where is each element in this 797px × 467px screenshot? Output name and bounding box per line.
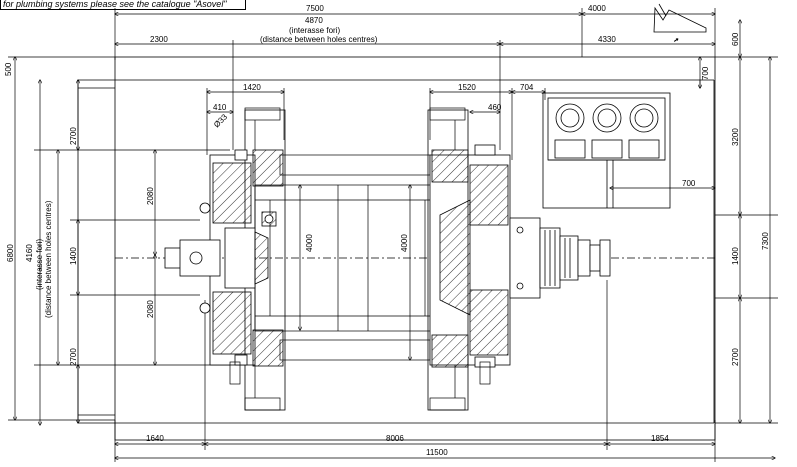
dim-410: 410 [213, 103, 227, 112]
dim-600: 600 [731, 32, 740, 46]
dim-holes-distance: (distance between holes centres) [260, 35, 378, 44]
dim-2700-bottom-right: 2700 [731, 348, 740, 366]
dim-interasse-fori-v: (interasse fori) [35, 239, 44, 290]
plumbing-note: for plumbing systems please see the cata… [0, 0, 246, 10]
dim-2700-bottom-left: 2700 [69, 348, 78, 366]
dim-1400-left: 1400 [69, 247, 78, 265]
dim-4000-top: 4000 [588, 4, 606, 13]
svg-text:→: → [671, 35, 681, 45]
north-arrow-icon: → [653, 3, 707, 45]
dim-4330: 4330 [598, 35, 616, 44]
dim-4160: 4160 [25, 244, 34, 262]
dim-6800: 6800 [6, 244, 15, 262]
dim-phi33: Ø33 [212, 112, 229, 129]
right-gearbox-assembly [509, 217, 611, 299]
dim-704: 704 [520, 83, 534, 92]
right-drum-flange [427, 109, 511, 411]
dim-1520: 1520 [458, 83, 476, 92]
dim-7300: 7300 [761, 232, 770, 250]
support-frames [229, 107, 491, 411]
dim-500: 500 [4, 62, 13, 76]
dim-2080-bottom: 2080 [146, 300, 155, 318]
dim-1854: 1854 [651, 434, 669, 443]
dimension-labels: 7500 4000 4870 (interasse fori) (distanc… [4, 4, 770, 457]
dim-4000-mid-a: 4000 [305, 234, 314, 252]
dim-3200: 3200 [731, 128, 740, 146]
dim-2300: 2300 [150, 35, 168, 44]
dim-8006: 8006 [386, 434, 404, 443]
dim-1400-right: 1400 [731, 247, 740, 265]
left-shaft-assembly [164, 202, 277, 314]
foundation-outline [77, 56, 716, 441]
dim-1420: 1420 [243, 83, 261, 92]
left-drum-flange [209, 109, 286, 411]
dim-460: 460 [488, 103, 502, 112]
side-dimension-lines [8, 20, 778, 425]
dim-4870: 4870 [305, 16, 323, 25]
dim-700-b: 700 [682, 179, 696, 188]
dim-2080-top: 2080 [146, 187, 155, 205]
dim-7500: 7500 [306, 4, 324, 13]
dim-4000-mid-b: 4000 [400, 234, 409, 252]
dim-holes-distance-v: (distance between holes centres) [44, 200, 53, 318]
dim-1640: 1640 [146, 434, 164, 443]
dim-700-a: 700 [701, 66, 710, 80]
top-dimension-lines [115, 8, 775, 462]
dim-2700-top-left: 2700 [69, 127, 78, 145]
dim-interasse-fori: (interasse fori) [289, 26, 340, 35]
dim-11500: 11500 [426, 448, 448, 457]
motor-panel [542, 92, 671, 209]
